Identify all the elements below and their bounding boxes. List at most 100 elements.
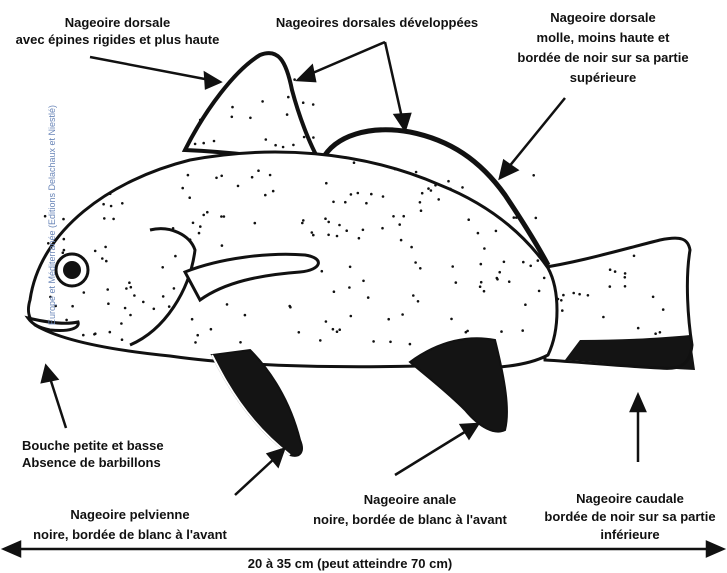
speckle-dot	[121, 202, 124, 205]
speckle-dot	[194, 341, 197, 344]
speckle-dot	[226, 303, 229, 306]
speckle-dot	[362, 229, 365, 232]
speckle-dot	[624, 276, 627, 279]
speckle-dot	[538, 290, 541, 293]
speckle-dot	[168, 305, 171, 308]
speckle-dot	[350, 193, 353, 196]
speckle-dot	[344, 201, 347, 204]
speckle-dot	[338, 224, 341, 227]
speckle-dot	[109, 331, 112, 334]
speckle-dot	[153, 308, 156, 311]
label-dorsal-developed: Nageoires dorsales développées	[262, 14, 492, 31]
speckle-dot	[223, 215, 226, 218]
speckle-dot	[109, 193, 112, 196]
speckle-dot	[102, 203, 105, 206]
speckle-dot	[301, 222, 304, 225]
speckle-dot	[353, 161, 356, 164]
speckle-dot	[652, 296, 655, 299]
speckle-dot	[624, 285, 627, 288]
speckle-dot	[192, 222, 195, 225]
speckle-dot	[560, 299, 563, 302]
speckle-dot	[333, 290, 336, 293]
speckle-dot	[503, 261, 506, 264]
speckle-dot	[213, 140, 216, 143]
speckle-dot	[483, 290, 486, 293]
speckle-dot	[410, 246, 413, 249]
speckle-dot	[133, 294, 136, 297]
speckle-dot	[239, 341, 242, 344]
speckle-dot	[189, 238, 192, 241]
speckle-dot	[63, 249, 66, 252]
speckle-dot	[532, 174, 535, 177]
label-anal: Nageoire anale noire, bordée de blanc à …	[295, 490, 525, 530]
speckle-dot	[400, 239, 403, 242]
speckle-dot	[93, 333, 96, 336]
label-size: 20 à 35 cm (peut atteindre 70 cm)	[200, 555, 500, 572]
speckle-dot	[325, 320, 328, 323]
speckle-dot	[450, 318, 453, 321]
speckle-dot	[633, 255, 636, 258]
speckle-dot	[412, 294, 415, 297]
speckle-dot	[562, 294, 565, 297]
speckle-dot	[415, 171, 418, 174]
speckle-dot	[199, 119, 202, 122]
speckle-dot	[498, 271, 501, 274]
speckle-dot	[198, 232, 201, 235]
speckle-dot	[508, 280, 511, 283]
speckle-dot	[602, 316, 605, 319]
speckle-dot	[174, 255, 177, 258]
speckle-dot	[427, 187, 430, 190]
speckle-dot	[465, 331, 468, 334]
speckle-dot	[414, 261, 417, 264]
speckle-dot	[125, 287, 128, 290]
speckle-dot	[220, 215, 223, 218]
speckle-dot	[521, 329, 524, 332]
speckle-dot	[637, 327, 640, 330]
speckle-dot	[191, 318, 194, 321]
speckle-dot	[587, 294, 590, 297]
speckle-dot	[204, 113, 207, 116]
speckle-dot	[94, 250, 97, 253]
speckle-dot	[63, 238, 66, 241]
speckle-dot	[480, 281, 483, 284]
speckle-dot	[394, 168, 397, 171]
speckle-dot	[254, 222, 257, 225]
speckle-dot	[265, 138, 268, 141]
speckle-dot	[461, 186, 464, 189]
speckle-dot	[112, 218, 115, 221]
speckle-dot	[107, 302, 110, 305]
speckle-dot	[349, 266, 352, 269]
speckle-dot	[447, 180, 450, 183]
speckle-dot	[434, 184, 437, 187]
speckle-dot	[543, 277, 546, 280]
speckle-dot	[62, 251, 65, 254]
speckle-dot	[220, 175, 223, 178]
speckle-dot	[421, 192, 424, 195]
speckle-dot	[302, 101, 305, 104]
speckle-dot	[345, 156, 348, 159]
speckle-dot	[483, 247, 486, 250]
speckle-dot	[500, 330, 503, 333]
label-dorsal-soft: Nageoire dorsale molle, moins haute et b…	[498, 8, 708, 88]
speckle-dot	[524, 303, 527, 306]
speckle-dot	[327, 234, 330, 237]
speckle-dot	[282, 146, 285, 149]
speckle-dot	[578, 293, 581, 296]
speckle-dot	[173, 287, 176, 290]
speckle-dot	[367, 296, 370, 299]
label-caudal: Nageoire caudale bordée de noir sur sa p…	[535, 490, 725, 544]
speckle-dot	[188, 196, 191, 199]
speckle-dot	[336, 235, 339, 238]
speckle-dot	[199, 225, 202, 228]
speckle-dot	[130, 286, 133, 289]
speckle-dot	[221, 244, 224, 247]
speckle-dot	[62, 218, 65, 221]
speckle-dot	[231, 116, 234, 119]
speckle-dot	[332, 201, 335, 204]
speckle-dot	[210, 328, 213, 331]
speckle-dot	[286, 113, 289, 116]
speckle-dot	[244, 314, 247, 317]
speckle-dot	[401, 313, 404, 316]
speckle-dot	[83, 291, 86, 294]
speckle-dot	[332, 328, 335, 331]
